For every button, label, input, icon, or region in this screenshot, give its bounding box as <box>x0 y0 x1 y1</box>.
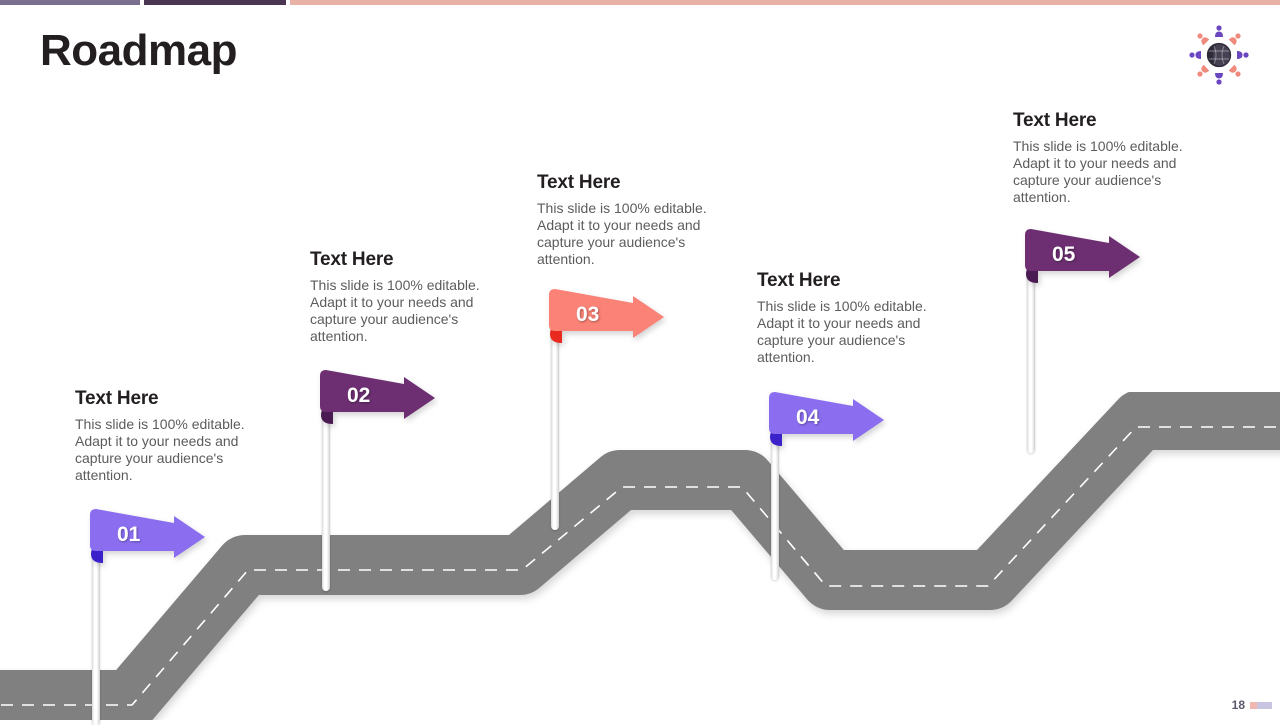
globe-people-logo <box>1186 22 1252 88</box>
flag-banner-03[interactable]: 03 <box>527 285 671 345</box>
milestone-text-04: Text Here This slide is 100% editable. A… <box>757 270 942 366</box>
flag-pole-04 <box>771 428 779 580</box>
milestone-body: This slide is 100% editable. Adapt it to… <box>537 200 707 268</box>
milestone-text-02: Text Here This slide is 100% editable. A… <box>310 249 495 345</box>
flag-pole-05 <box>1027 265 1035 453</box>
accent-segment-2 <box>144 0 286 5</box>
milestone-body: This slide is 100% editable. Adapt it to… <box>1013 138 1183 206</box>
flag-shape-01 <box>90 509 205 558</box>
milestone-heading: Text Here <box>1013 110 1097 131</box>
milestone-body: This slide is 100% editable. Adapt it to… <box>75 416 245 484</box>
flag-shape-03 <box>549 289 664 338</box>
flag-pole-01 <box>92 545 100 725</box>
accent-gap-2 <box>286 0 290 5</box>
flag-banner-01[interactable]: 01 <box>68 505 212 565</box>
road-center-line <box>0 426 1280 706</box>
page-bar-segment-1 <box>1250 702 1257 709</box>
milestone-body: This slide is 100% editable. Adapt it to… <box>757 298 927 366</box>
milestone-text-01: Text Here This slide is 100% editable. A… <box>75 388 260 484</box>
page-number: 18 <box>1231 698 1245 712</box>
accent-segment-1 <box>0 0 140 5</box>
accent-segment-3 <box>290 0 1280 5</box>
milestone-text-03: Text Here This slide is 100% editable. A… <box>537 172 722 268</box>
flag-banner-02[interactable]: 02 <box>298 366 442 426</box>
road-band <box>0 390 1280 725</box>
flag-pole-02 <box>322 406 330 591</box>
flag-shape-02 <box>320 370 435 419</box>
milestone-body: This slide is 100% editable. Adapt it to… <box>310 277 480 345</box>
milestone-heading: Text Here <box>757 270 841 291</box>
flag-pole-03 <box>551 325 559 530</box>
milestone-text-05: Text Here This slide is 100% editable. A… <box>1013 110 1198 206</box>
accent-gap-1 <box>140 0 144 5</box>
milestone-heading: Text Here <box>537 172 621 193</box>
flag-shape-05 <box>1025 229 1140 278</box>
page-number-bar <box>1250 702 1272 709</box>
page-title: Roadmap <box>40 26 237 75</box>
flag-shape-04 <box>769 392 884 441</box>
flag-banner-04[interactable]: 04 <box>747 388 891 448</box>
milestone-heading: Text Here <box>310 249 394 270</box>
milestone-heading: Text Here <box>75 388 159 409</box>
page-bar-segment-2 <box>1257 702 1272 709</box>
top-accent-bar <box>0 0 1280 5</box>
flag-banner-05[interactable]: 05 <box>1003 225 1147 285</box>
